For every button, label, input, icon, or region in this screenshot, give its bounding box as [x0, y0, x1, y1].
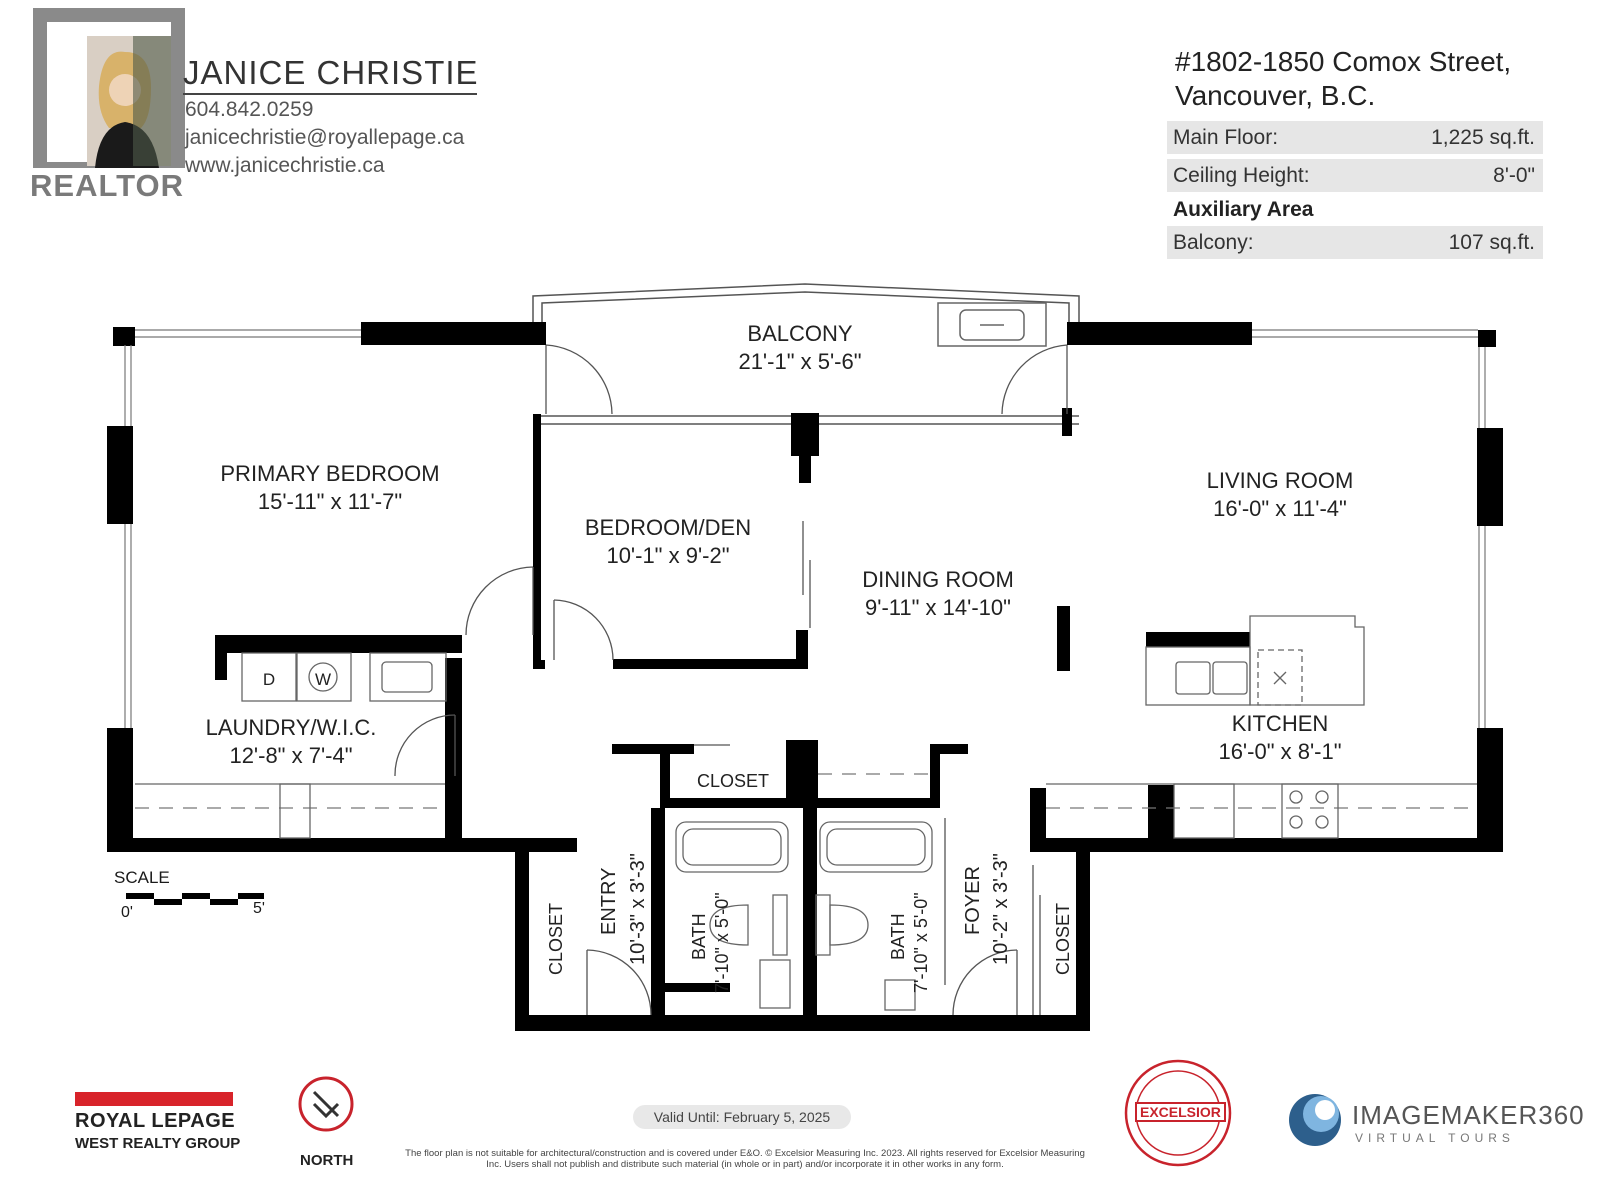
- bath2-name: BATH: [888, 913, 908, 960]
- room-name: PRIMARY BEDROOM: [220, 461, 440, 486]
- royal-lepage-sub: WEST REALTY GROUP: [75, 1135, 241, 1152]
- address-line-1: #1802-1850 Comox Street,: [1175, 46, 1512, 77]
- main-floor-value: 1,225 sq.ft.: [1431, 126, 1535, 149]
- room-name: KITCHEN: [1231, 711, 1329, 736]
- balcony-value: 107 sq.ft.: [1448, 231, 1535, 254]
- room-dims: 12'-8" x 7'-4": [229, 743, 353, 768]
- realtor-logo-icon: [33, 8, 185, 168]
- realtor-mark: REALTOR: [30, 168, 184, 203]
- imagemaker-logo-icon: [1289, 1094, 1341, 1146]
- washer-label: W: [314, 670, 332, 689]
- closet-mid-label: CLOSET: [696, 771, 770, 791]
- ceiling-label: Ceiling Height:: [1173, 164, 1310, 187]
- main-floor-row: Main Floor: 1,225 sq.ft.: [1167, 121, 1543, 154]
- entry-name: ENTRY: [598, 867, 620, 935]
- scale-bar: [126, 893, 264, 905]
- excelsior-word: EXCELSIOR: [1135, 1102, 1226, 1122]
- dryer-label: D: [262, 670, 276, 689]
- imagemaker-sub: VIRTUAL TOURS: [1355, 1131, 1515, 1145]
- agent-email[interactable]: janicechristie@royallepage.ca: [185, 126, 465, 149]
- room-dims: 10'-1" x 9'-2": [606, 543, 730, 568]
- agent-phone[interactable]: 604.842.0259: [185, 98, 314, 121]
- bedroom-den-label: BEDROOM/DEN 10'-1" x 9'-2": [585, 514, 751, 570]
- foyer-name: FOYER: [962, 866, 984, 935]
- windows: [124, 329, 1486, 728]
- agent-name: JANICE CHRISTIE: [183, 54, 479, 91]
- closet-left-label: CLOSET: [546, 902, 566, 975]
- room-name: BEDROOM/DEN: [584, 515, 752, 540]
- north-compass-icon: [298, 1076, 354, 1132]
- room-dims: 16'-0" x 11'-4": [1213, 496, 1347, 521]
- primary-bedroom-label: PRIMARY BEDROOM 15'-11" x 11'-7": [220, 460, 439, 516]
- scale-start: 0': [121, 904, 133, 921]
- entry-dims: 10'-3" x 3'-3": [627, 853, 649, 965]
- closet-right-label: CLOSET: [1053, 902, 1073, 975]
- laundry-label: LAUNDRY/W.I.C. 12'-8" x 7'-4": [206, 714, 377, 770]
- ceiling-value: 8'-0": [1493, 164, 1535, 187]
- auxiliary-heading: Auxiliary Area: [1173, 198, 1314, 221]
- room-dims: 16'-0" x 8'-1": [1218, 739, 1342, 764]
- dining-room-label: DINING ROOM 9'-11" x 14'-10": [862, 566, 1014, 622]
- bath1-dims: 7'-10" x 5'-0": [712, 892, 732, 993]
- room-dims: 15'-11" x 11'-7": [257, 489, 403, 514]
- scale-label: SCALE: [114, 868, 170, 887]
- valid-until-badge: Valid Until: February 5, 2025: [633, 1105, 851, 1129]
- kitchen-label: KITCHEN 16'-0" x 8'-1": [1218, 710, 1341, 766]
- address-line-2: Vancouver, B.C.: [1175, 80, 1376, 111]
- royal-lepage-bar: [75, 1092, 233, 1106]
- agent-website[interactable]: www.janicechristie.ca: [185, 154, 385, 177]
- room-name: LAUNDRY/W.I.C.: [205, 715, 377, 740]
- north-label: NORTH: [300, 1152, 354, 1169]
- door-swings: [394, 344, 1068, 1016]
- room-dims: 21'-1" x 5'-6": [738, 349, 862, 374]
- balcony-label: Balcony:: [1173, 231, 1254, 254]
- balcony-row: Balcony: 107 sq.ft.: [1167, 226, 1543, 259]
- bath2-dims: 7'-10" x 5'-0": [911, 892, 931, 993]
- room-dims: 9'-11" x 14'-10": [865, 595, 1011, 620]
- room-name: BALCONY: [747, 321, 853, 346]
- main-floor-label: Main Floor:: [1173, 126, 1279, 149]
- room-name: LIVING ROOM: [1206, 468, 1354, 493]
- room-name: DINING ROOM: [862, 567, 1014, 592]
- bath1-name: BATH: [689, 913, 709, 960]
- walls: [107, 322, 1503, 1031]
- ceiling-row: Ceiling Height: 8'-0": [1167, 159, 1543, 192]
- agent-name-underline: [183, 93, 477, 95]
- fixtures: [135, 615, 1477, 1011]
- balcony-chairs: [937, 302, 1047, 347]
- foyer-dims: 10'-2" x 3'-3": [990, 853, 1012, 965]
- royal-lepage-name: ROYAL LEPAGE: [75, 1110, 236, 1132]
- imagemaker-word: IMAGEMAKER360: [1352, 1100, 1585, 1130]
- disclaimer-text: The floor plan is not suitable for archi…: [405, 1148, 1085, 1170]
- balcony-label-block: BALCONY 21'-1" x 5'-6": [738, 320, 861, 376]
- scale-end: 5': [253, 900, 265, 917]
- counter-lines: [135, 773, 1477, 809]
- living-room-label: LIVING ROOM 16'-0" x 11'-4": [1207, 467, 1354, 523]
